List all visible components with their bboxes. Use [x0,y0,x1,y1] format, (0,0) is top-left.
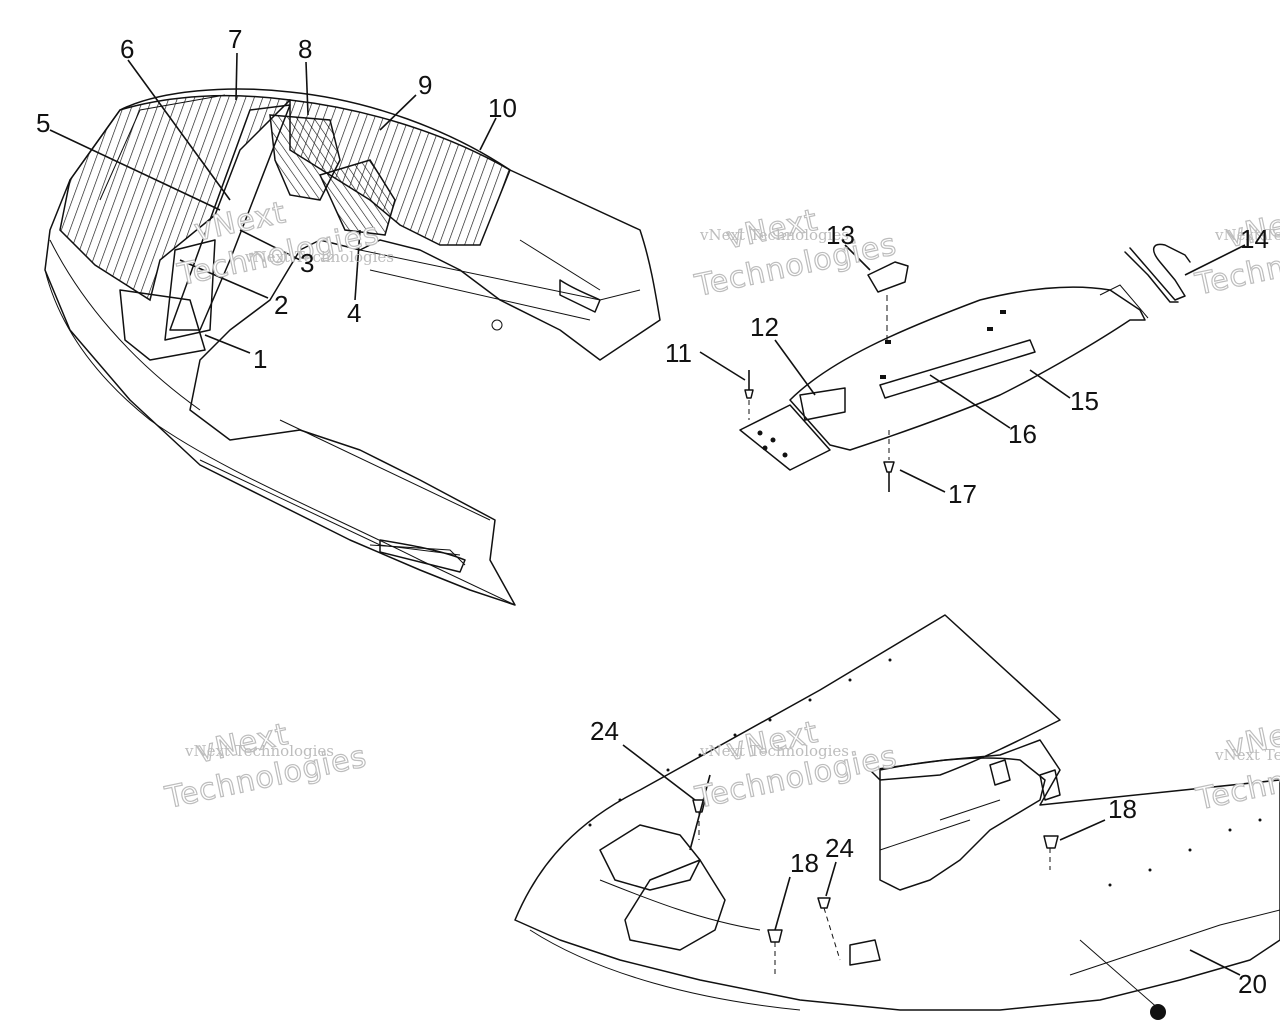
watermarks: Technologies vNext vNext Technologies Te… [161,195,1280,819]
fastener-24b [817,897,831,909]
watermark-small: vNext Technologies [1214,226,1280,244]
mount-bracket [739,404,831,471]
console-assembly [739,243,1191,492]
callout-3: 3 [300,248,314,278]
callout-18: 18 [790,848,819,878]
callout-12: 12 [750,312,779,342]
fastener-24a [692,799,706,813]
callout-14: 14 [1240,224,1269,254]
screw-17 [883,461,895,473]
leader-lines-hood [49,52,497,354]
callout-17: 17 [948,479,977,509]
hook-part [1129,243,1191,301]
leader-lines-chassis [622,744,1241,976]
watermark-small: vNext Technologies [184,742,334,760]
callout-18: 18 [1108,794,1137,824]
callout-10: 10 [488,93,517,123]
windshield-panel [59,94,292,302]
callout-8: 8 [298,34,312,64]
callout-11: 11 [665,338,692,368]
hood-assembly [44,88,661,606]
callout-9: 9 [418,70,432,100]
watermark-small: vNext Technologies [699,226,849,244]
callout-15: 15 [1070,386,1099,416]
callout-2: 2 [274,290,288,320]
fastener-18a [767,929,783,943]
callout-1: 1 [253,344,267,374]
callout-6: 6 [120,34,134,64]
callout-16: 16 [1008,419,1037,449]
callout-5: 5 [36,108,50,138]
screw-11 [744,389,754,399]
chassis-assembly [514,614,1280,1020]
clip-part [867,261,909,293]
leader-lines-console [699,244,1246,493]
callout-4: 4 [347,298,361,328]
console-plate [799,387,846,421]
callout-7: 7 [228,24,242,54]
callout-13: 13 [826,220,855,250]
callout-labels: 6 7 8 9 10 5 3 2 4 1 13 14 12 11 15 16 1… [36,24,1269,999]
watermark-small: vNext Technologies [1214,746,1280,764]
callout-24: 24 [590,716,619,746]
callout-24: 24 [825,833,854,863]
fastener-18b [1043,835,1059,849]
watermark-small: vNext Technologies [244,248,394,266]
decal-strip [879,339,1036,399]
watermark-small: vNext Technologies [699,742,849,760]
callout-20: 20 [1238,969,1267,999]
